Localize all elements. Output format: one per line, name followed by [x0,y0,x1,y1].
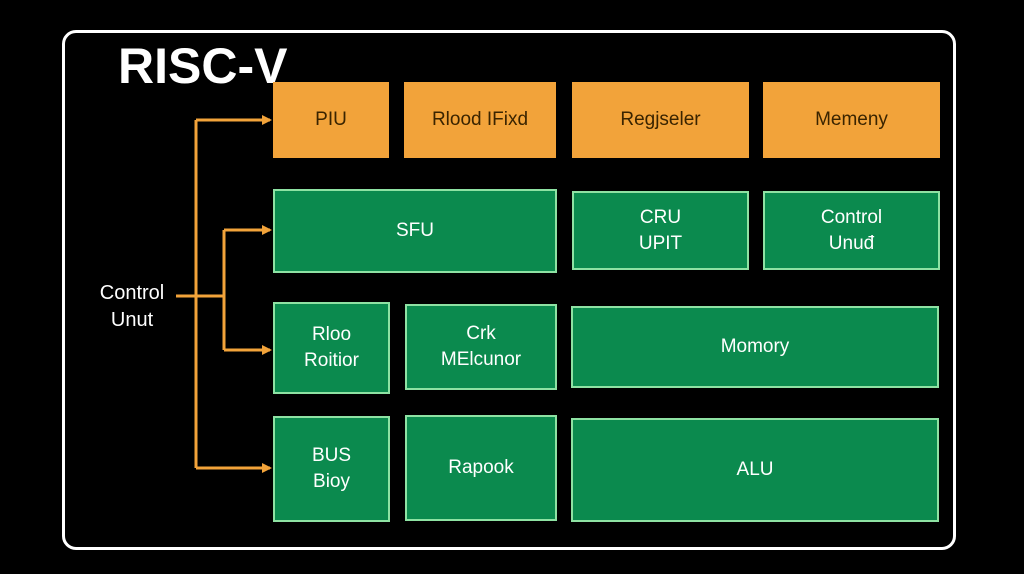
block-rloo-roitior: Rloo Roitior [273,302,390,394]
block-label: Regjseler [620,109,701,130]
block-rlood-ifixd: Rlood IFixd [404,82,556,158]
block-label: UPIT [638,232,683,254]
block-label: PIU [315,109,347,130]
block-label: Unuđ [828,232,875,254]
control-unit-label-line: Control [99,282,165,304]
block-memory-top: Memeny [763,82,940,158]
diagram-title: RISC-V [118,38,288,94]
block-label: Rlood IFixd [431,109,529,130]
diagram-frame [62,30,956,550]
control-unit-label: Control Unut [88,280,176,334]
block-register: Regjseler [572,82,749,158]
block-label: ALU [736,459,774,480]
block-label: BUS [311,445,352,466]
block-rapook: Rapook [405,415,557,521]
control-unit-label-line: Unut [110,309,154,331]
block-label: Control [820,206,883,228]
block-label: Rapook [448,457,514,478]
block-label: Bioy [313,471,350,492]
block-label: Memeny [815,109,888,130]
block-label: Roitior [304,350,359,371]
block-label: Rloo [311,324,352,345]
block-label: MElcunor [440,349,522,370]
block-bus-bioy: BUS Bioy [273,416,390,522]
block-piu: PIU [273,82,389,158]
block-sfu: SFU [273,189,557,273]
block-cru-unit: CRU UPIT [572,191,749,270]
block-control-unit: Control Unuđ [763,191,940,270]
block-crk-melcunor: Crk MElcunor [405,304,557,390]
block-alu: ALU [571,418,939,522]
block-label: Momory [720,336,790,357]
block-label: Crk [466,323,496,344]
block-label: SFU [396,220,434,241]
block-memory: Momory [571,306,939,388]
block-label: CRU [639,206,682,228]
